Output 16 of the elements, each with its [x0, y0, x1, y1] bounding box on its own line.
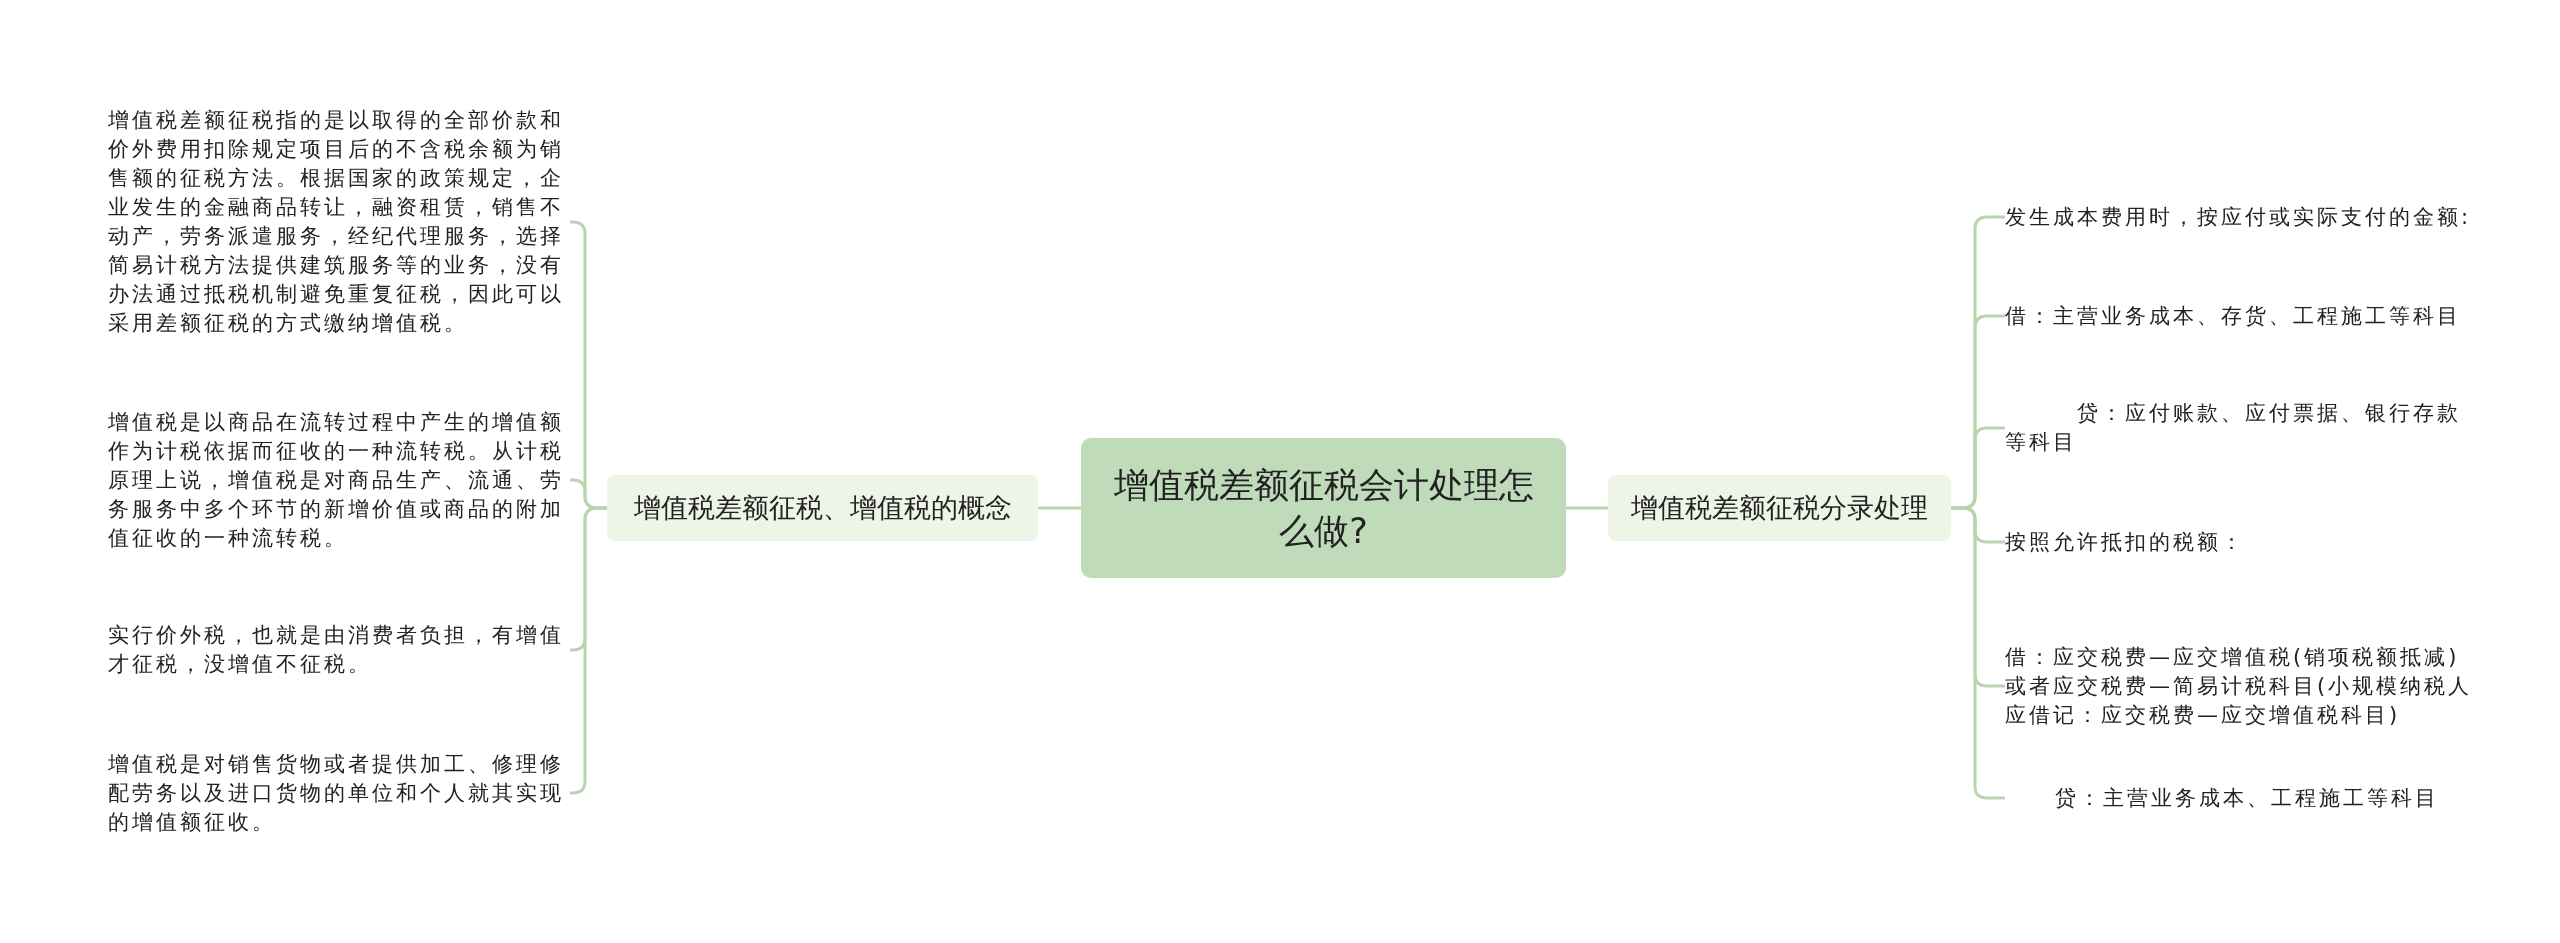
- connector-line: [1038, 506, 1081, 510]
- subtopic-text: 发生成本费用时，按应付或实际支付的金额:: [2005, 202, 2475, 232]
- connector-line: [1566, 506, 1608, 510]
- subtopic-text: 贷：应付账款、应付票据、银行存款等科目: [2005, 399, 2465, 457]
- subtopic-text: 增值税是对销售货物或者提供加工、修理修配劳务以及进口货物的单位和个人就其实现的增值额征收。: [108, 749, 570, 837]
- subtopic-text: 借：主营业务成本、存货、工程施工等科目: [2005, 301, 2475, 331]
- topic-box: 增值税差额征税分录处理: [1608, 475, 1951, 541]
- subtopic-text: 贷：主营业务成本、工程施工等科目: [2005, 783, 2475, 813]
- subtopic-text: 借：应交税费—应交增值税(销项税额抵减)或者应交税费—简易计税科目(小规模纳税人应借记：应交税费—应交增值税科目): [2005, 642, 2475, 730]
- subtopic-text: 增值税是以商品在流转过程中产生的增值额作为计税依据而征收的一种流转税。从计税原理上说，增值税是对商品生产、流通、劳务服务中多个环节的新增价值或商品的附加值征收的一种流转税。: [108, 407, 570, 553]
- topic-box: 增值税差额征税、增值税的概念: [607, 475, 1038, 541]
- subtopic-text: 增值税差额征税指的是以取得的全部价款和价外费用扣除规定项目后的不含税余额为销售额的征税方法。根据国家的政策规定，企业发生的金融商品转让，融资租赁，销售不动产，劳务派遣服务，经纪代理服务，选择简易计税方法提供建筑服务等的业务，没有办法通过抵税机制避免重复征税，因此可以采用差额征税的方式缴纳增值税。: [108, 106, 570, 338]
- subtopic-text: 按照允许抵扣的税额：: [2005, 527, 2475, 557]
- connector-line: [570, 506, 607, 795]
- central-topic-box: 增值税差额征税会计处理怎么做?: [1081, 438, 1566, 578]
- subtopic-text: 实行价外税，也就是由消费者负担，有增值才征税，没增值不征税。: [108, 621, 570, 679]
